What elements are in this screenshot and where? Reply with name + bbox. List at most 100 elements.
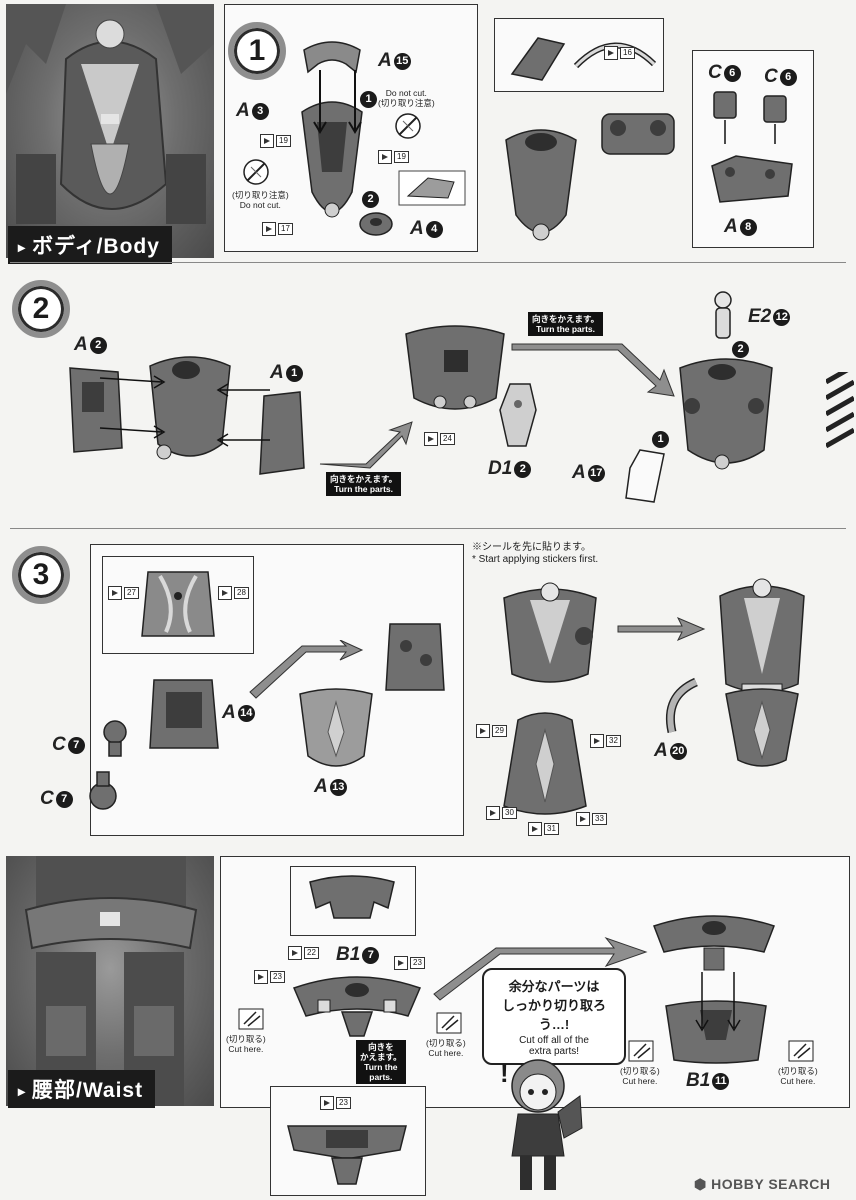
sticker-number: 17 — [278, 223, 293, 235]
sticker-29: 29 — [476, 724, 507, 738]
part-c6-pegs — [706, 86, 802, 144]
turn-parts-note-waist: 向きを かえます。Turn the parts. — [356, 1040, 406, 1084]
sticker-icon — [262, 222, 276, 236]
part-arm-piece — [508, 34, 568, 84]
sticker-number: 23 — [270, 971, 285, 983]
part-letter: B1 — [336, 944, 361, 965]
cut-here-note-center: (切り取る)Cut here. — [426, 1038, 466, 1058]
sticker-19-a: 19 — [260, 134, 291, 148]
part-a14-inner — [146, 674, 222, 754]
sticker-icon — [476, 724, 490, 738]
order-1-badge-step2: 1 — [650, 428, 669, 450]
sticker-number: 31 — [544, 823, 559, 835]
part-number: 20 — [669, 742, 687, 760]
sticker-number: 33 — [592, 813, 607, 825]
note-en: Turn the parts. — [334, 484, 394, 494]
speech-jp-line2: しっかり切り取ろう…! — [501, 998, 606, 1032]
part-number: 15 — [393, 52, 411, 70]
note-jp: (切り取る) — [620, 1066, 660, 1076]
sticker-icon — [320, 1096, 334, 1110]
part-number: 1 — [285, 364, 303, 382]
watermark-text: HOBBY SEARCH — [711, 1176, 831, 1192]
part-b111-skirt — [660, 1000, 772, 1066]
sticker-22: 22 — [288, 946, 319, 960]
part-a3-torso-frame — [292, 92, 372, 232]
label-jp: 腰部 — [32, 1079, 77, 1102]
note-jp: (切り取る) — [778, 1066, 818, 1076]
sticker-number: 22 — [304, 947, 319, 959]
sticker-icon — [218, 586, 232, 600]
sticker-23-a: 23 — [254, 970, 285, 984]
cut-icon-b-right — [788, 1040, 814, 1062]
part-number: 7 — [362, 946, 380, 964]
cut-icon-center — [436, 1012, 462, 1034]
note-en: Cut here. — [780, 1076, 816, 1086]
note-en: Cut here. — [228, 1044, 264, 1054]
flow-arrow-step3-b — [617, 617, 706, 641]
step3-upper-torso — [496, 578, 604, 688]
note-do-not-cut-top: Do not cut.(切り取り注意) — [378, 88, 435, 108]
order-number: 1 — [652, 430, 669, 448]
sticker-number: 19 — [394, 151, 409, 163]
part-letter: A — [74, 334, 88, 355]
waist-join-arrows — [688, 970, 748, 1036]
flow-arrow-step3-a — [249, 640, 364, 699]
sticker-24: 24 — [424, 432, 455, 446]
part-number: 12 — [773, 308, 791, 326]
part-letter: E2 — [748, 306, 772, 327]
label-separator: / — [76, 1079, 83, 1102]
sticker-icon — [528, 822, 542, 836]
label-en: Body — [103, 235, 160, 258]
part-e212-neck-peg — [708, 290, 738, 350]
part-letter: A — [378, 50, 392, 71]
part-letter: C — [708, 62, 722, 83]
order-number: 2 — [732, 340, 749, 358]
step-1-badge: 1 — [228, 22, 286, 80]
step2-final-torso — [670, 350, 782, 474]
no-cut-icon-left — [242, 158, 270, 186]
order-number: 2 — [362, 190, 379, 208]
part-a15-guard — [300, 38, 364, 78]
step3-full-torso — [712, 574, 812, 772]
note-jp: (切り取り注意) — [378, 98, 435, 108]
sticker-icon — [378, 150, 392, 164]
part-number: 3 — [251, 102, 269, 120]
assembly-arrows — [310, 70, 370, 140]
part-letter: A — [572, 462, 586, 483]
no-cut-icon-top — [394, 112, 422, 140]
order-2-badge: 2 — [360, 188, 379, 210]
part-letter: C — [40, 788, 54, 809]
waist-reference-photo — [6, 856, 214, 1106]
part-a17-clear-plate — [620, 446, 668, 506]
part-number: 17 — [587, 464, 605, 482]
label-en: Waist — [82, 1079, 144, 1102]
part-torso-core — [142, 348, 238, 466]
step-number: 2 — [32, 292, 50, 325]
label-jp: ボディ — [32, 235, 97, 258]
sticker-icon — [590, 734, 604, 748]
part-b17-belt — [288, 972, 426, 1042]
part-a4-ring — [356, 210, 396, 240]
order-1-badge: 1 — [358, 88, 377, 110]
divider-2 — [10, 528, 846, 529]
part-number: 8 — [739, 218, 757, 236]
sticker-number: 24 — [440, 433, 455, 445]
note-en: Do not cut. — [239, 200, 281, 210]
sticker-28: 28 — [218, 586, 249, 600]
order-2-badge-step2: 2 — [730, 338, 749, 360]
part-c7-b — [86, 770, 120, 814]
speech-en: Cut off all of the extra parts! — [519, 1035, 589, 1057]
speech-jp-line1: 余分なパーツは — [508, 979, 600, 994]
part-letter: A — [410, 218, 424, 239]
step-3-badge: 3 — [12, 546, 70, 604]
part-letter: A — [222, 702, 236, 723]
waist-assembled-top — [648, 912, 780, 972]
part-number: 11 — [712, 1072, 730, 1090]
